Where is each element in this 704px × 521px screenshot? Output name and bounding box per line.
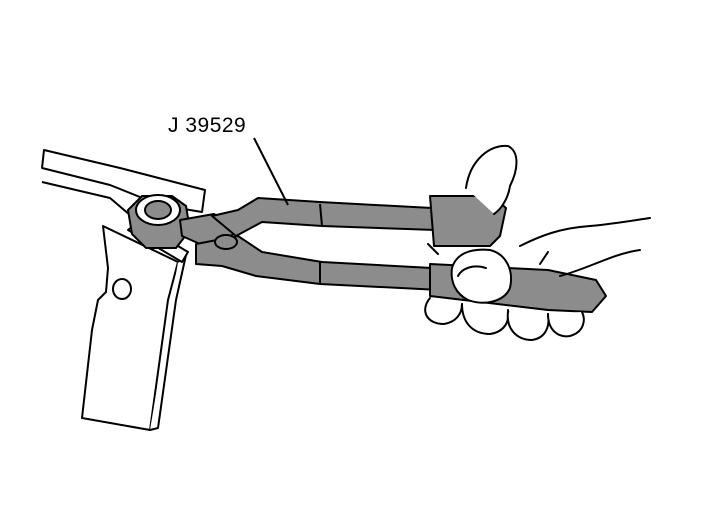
tool-number-label: J 39529 bbox=[168, 114, 247, 137]
pliers-tool bbox=[179, 195, 607, 313]
rivet-hole bbox=[112, 278, 132, 300]
hand bbox=[424, 144, 651, 341]
callout-leader-line bbox=[253, 137, 289, 206]
mounting-bracket bbox=[41, 149, 206, 431]
